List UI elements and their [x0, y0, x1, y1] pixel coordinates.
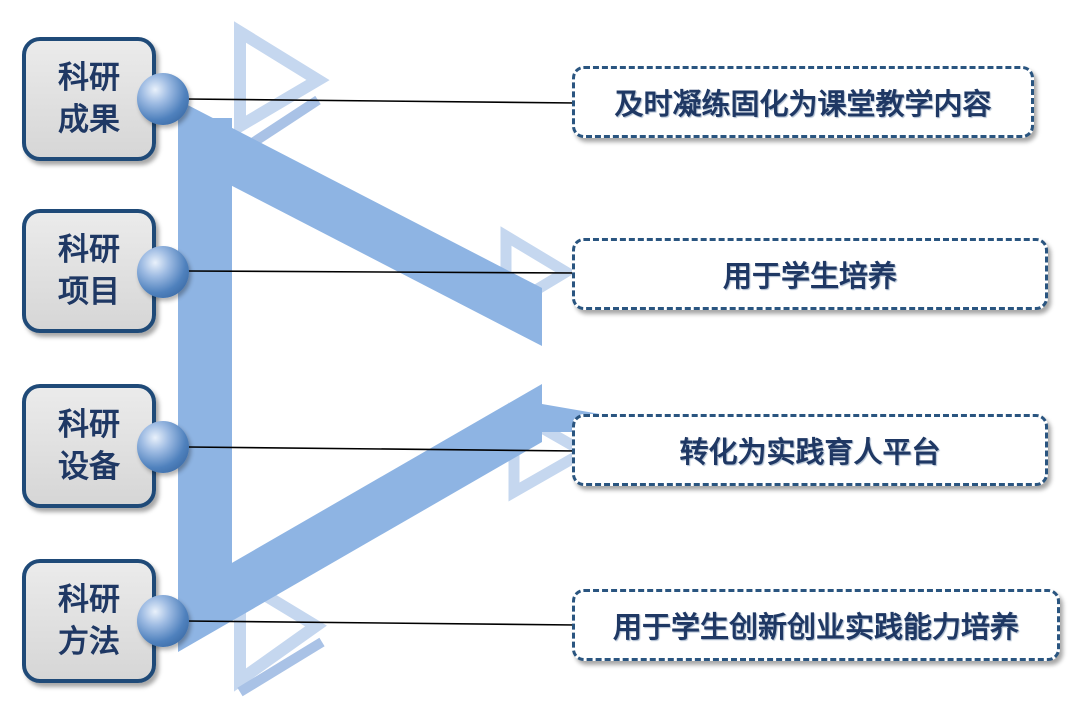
connector-ball-4 [137, 595, 189, 647]
target-box-practice-platform: 转化为实践育人平台 [572, 414, 1048, 486]
connector-line-1 [185, 98, 577, 104]
target-label: 转化为实践育人平台 [679, 435, 941, 469]
source-box-methods: 科研 方法 [22, 559, 156, 683]
source-label-line1: 科研 [58, 582, 120, 618]
decor-triangle-top [234, 21, 330, 137]
connector-ball-3 [137, 421, 189, 473]
target-box-curriculum: 及时凝练固化为课堂教学内容 [572, 66, 1034, 138]
source-box-equipment: 科研 设备 [22, 384, 156, 508]
source-label-line2: 项目 [58, 274, 120, 310]
flow-band-vertical [178, 118, 232, 616]
decor-triangle-bottom-shadow [237, 637, 325, 697]
target-label: 用于学生创新创业实践能力培养 [612, 610, 1019, 644]
source-label-line1: 科研 [58, 232, 120, 268]
connector-line-3 [187, 446, 579, 452]
target-box-student-training: 用于学生培养 [572, 238, 1048, 310]
target-box-innovation-ability: 用于学生创新创业实践能力培养 [572, 589, 1060, 661]
target-label: 用于学生培养 [722, 259, 897, 293]
connector-ball-2 [137, 246, 189, 298]
source-label-line2: 成果 [58, 102, 120, 138]
connector-ball-1 [137, 73, 189, 125]
connector-line-4 [185, 620, 577, 626]
source-label-line1: 科研 [58, 407, 120, 443]
connector-line-2 [187, 270, 579, 274]
source-box-projects: 科研 项目 [22, 209, 156, 333]
decor-triangle-top-shadow [251, 95, 321, 147]
source-box-achievements: 科研 成果 [22, 37, 156, 161]
flow-band-lower-diagonal [178, 384, 542, 652]
target-label: 及时凝练固化为课堂教学内容 [614, 87, 992, 121]
source-label-line1: 科研 [58, 60, 120, 96]
source-label-line2: 设备 [58, 449, 120, 485]
flow-band-upper-diagonal [178, 100, 542, 346]
source-label-line2: 方法 [58, 624, 120, 660]
decor-triangle-bottom [234, 569, 327, 692]
